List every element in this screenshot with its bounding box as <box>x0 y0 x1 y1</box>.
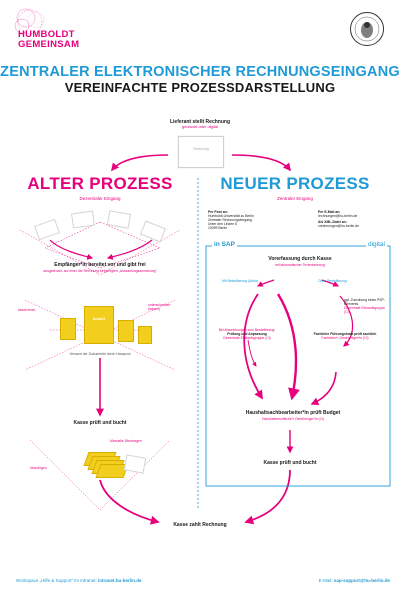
post-address: Per Post an: Humboldt-Universität zu Ber… <box>208 210 298 230</box>
deviations-text: Bei Abweichungen zum Bestellbezug: <box>218 328 276 332</box>
supplier-label: Lieferant stellt Rechnung <box>169 119 230 125</box>
new-process-subheading: Zentraler Eingang <box>277 196 313 201</box>
new-final: Kasse prüft und bucht <box>263 460 317 466</box>
envelope-icon <box>71 210 95 229</box>
factual-text: Fachliche Führungskraft prüft sachlich <box>313 332 377 336</box>
document-icon <box>138 326 152 344</box>
title-line-1: ZENTRALER ELEKTRONISCHER RECHNUNGSEINGAN… <box>0 64 400 80</box>
factual-block: Fachliche Führungskraft prüft sachlich F… <box>310 332 380 340</box>
sap-frame <box>205 245 391 487</box>
assign-sub: Dezentrale Einkaufsgruppe (Ci) <box>344 306 385 314</box>
anwao-label: AnwAO <box>92 317 106 321</box>
anwao-document: AnwAO <box>84 306 114 344</box>
old-step2: Kasse prüft und bucht <box>73 420 127 426</box>
old-process-heading: ALTER PROZESS <box>27 174 173 193</box>
email-line: rechnungen@hu-berlin.de <box>318 214 358 218</box>
document-icon <box>118 320 134 342</box>
post-line: Zentraler Rechnungseingang <box>208 218 252 222</box>
post-head: Per Post an: <box>208 210 228 214</box>
arrow-to-new <box>231 154 292 172</box>
old-process-subheading: Dezentraler Eingang <box>79 196 121 201</box>
factual-sub: Fachliche*r Genehmiger*in (Ci) <box>321 336 369 340</box>
title-line-2: VEREINFACHTE PROZESSDARSTELLUNG <box>64 80 336 95</box>
old-step1-sub: ausgedruckt, auf einer der Rechnung beig… <box>43 269 157 273</box>
post-line: Unter den Linden 6 <box>208 222 237 226</box>
email-head: Per E-Mail an: <box>318 210 341 214</box>
assign-text: ggf. Zuordnung eines PSP-Elements <box>344 298 385 306</box>
intranet-link[interactable]: intranet.hu-berlin.de <box>98 578 142 583</box>
sap-label: in SAP <box>212 241 237 248</box>
deviations-check: Prüfung und Anpassung <box>227 332 267 336</box>
invoice-document: Rechnung <box>178 136 224 168</box>
footer-left-prefix: Workspace „Hilfe & Support" im Intranet: <box>16 578 99 583</box>
footer-left: Workspace „Hilfe & Support" im Intranet:… <box>16 578 236 583</box>
old-label-left: abzeichnen <box>18 308 36 312</box>
footer-right: E-Mail: sap-support@hu-berlin.de <box>280 578 390 583</box>
document-icon <box>123 454 147 474</box>
deviations-block: Bei Abweichungen zum Bestellbezug: Prüfu… <box>212 328 282 340</box>
deviations-sub: Dezentrale Einkaufsgruppe (Ci) <box>223 336 271 340</box>
old-label-bottom: Versand der Dokumente durch Hauspost <box>69 352 131 356</box>
supplier-sub: gedruckt oder digital <box>181 124 219 129</box>
invoice-doc-label: Rechnung <box>193 147 209 151</box>
assign-psp: ggf. Zuordnung eines PSP-Elements Dezent… <box>344 298 388 314</box>
xml-head: Als XML-Datei an: <box>318 220 347 224</box>
document-icon <box>60 318 76 340</box>
footer-right-prefix: E-Mail: <box>318 578 334 583</box>
with-order: Mit Bestellbezug (Ariba) <box>222 279 258 283</box>
old-step1: Empfänger*in bereitet vor und gibt frei <box>54 262 146 268</box>
xml-line: xrechnungen@hu-berlin.de <box>318 224 359 228</box>
budget-check: Haushaltsachbearbeiter*in prüft Budget <box>245 410 341 416</box>
digital-label: digital <box>366 241 387 248</box>
logo-text: HUMBOLDT GEMEINSAM <box>18 29 80 50</box>
post-line: Humboldt-Universität zu Berlin <box>208 214 254 218</box>
old-label-low: hinzufügen <box>30 466 47 470</box>
logo-graphic <box>14 8 45 35</box>
old-label-mid: Manuelle Übertragen <box>110 439 142 443</box>
arrow-to-old <box>110 154 169 172</box>
budget-sub: Haushaltsrechtliche*r Genehmiger*in (Ci) <box>262 417 324 421</box>
electronic-address: Per E-Mail an: rechnungen@hu-berlin.de A… <box>318 210 393 228</box>
pays-invoice: Kasse zahlt Rechnung <box>173 522 227 528</box>
new-process-heading: NEUER PROZESS <box>220 174 370 193</box>
new-check: Vorerfassung durch Kasse <box>268 256 332 262</box>
old-label-right: unterschreiben (lassen) <box>148 303 171 311</box>
without-order: Ohne Bestellbezug <box>318 279 347 283</box>
new-check-sub: mit automatischer Texterkennung <box>275 263 325 267</box>
email-link[interactable]: sap-support@hu-berlin.de <box>333 578 390 583</box>
post-line: 10099 Berlin <box>208 226 228 230</box>
university-seal-icon <box>350 12 384 46</box>
